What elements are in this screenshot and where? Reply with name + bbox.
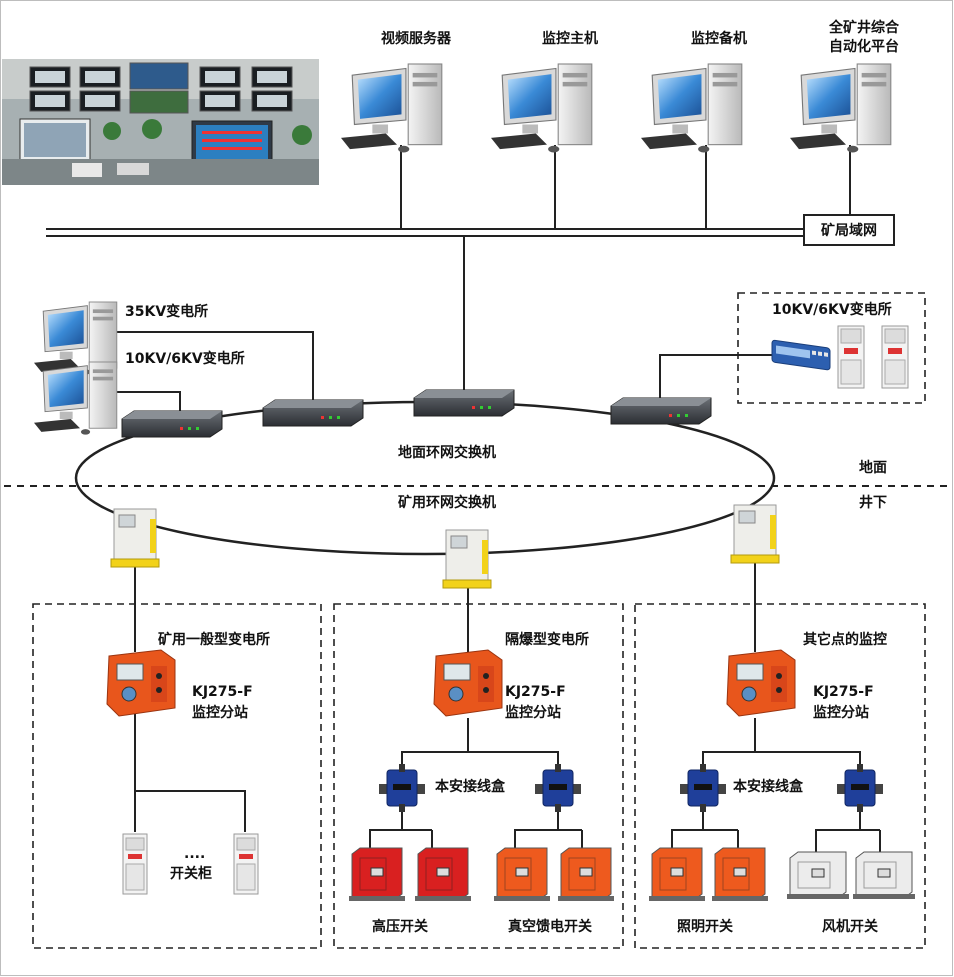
mine-ring-label: 矿用环网交换机	[398, 495, 496, 511]
vacuum-feeder-label: 真空馈电开关	[508, 919, 592, 935]
sub-10kv-left-label: 10KV/6KV变电所	[125, 351, 245, 367]
switchgear-cabinet-icon	[837, 325, 865, 389]
left-zone-title: 矿用一般型变电所	[158, 632, 270, 648]
middle-junction-box-1-icon	[379, 764, 425, 812]
monitoring-stations	[106, 649, 796, 717]
right-zone-frame	[634, 603, 926, 949]
junction-boxes	[379, 764, 883, 812]
middle-station-model: KJ275-F	[505, 684, 566, 700]
right-monitoring-station-icon	[726, 649, 796, 717]
left-station-name: 监控分站	[192, 705, 248, 721]
switchgear-cabinet-icon	[881, 325, 909, 389]
mine-switch-middle-icon	[442, 529, 492, 589]
high-voltage-label: 高压开关	[372, 919, 428, 935]
switch-cabinet-1-icon	[122, 833, 148, 895]
computers	[34, 63, 892, 435]
left-zone-frame	[32, 603, 322, 949]
control-room-illustration	[2, 59, 319, 185]
wiring	[46, 145, 881, 852]
ground-switch-2-icon	[262, 399, 364, 427]
high-voltage-switch-1-icon	[349, 847, 405, 901]
middle-zone-frame	[333, 603, 624, 949]
fan-switch-1-icon	[787, 851, 849, 899]
ground-ring-switches	[121, 389, 712, 438]
lighting-switch-2-icon	[712, 847, 768, 901]
lighting-label: 照明开关	[677, 919, 733, 935]
switch-cabinet-label: 开关柜	[170, 866, 212, 882]
ground-switch-4-icon	[610, 397, 712, 425]
lighting-switch-1-icon	[649, 847, 705, 901]
right-junction-box-2-icon	[837, 764, 883, 812]
middle-junction-label: 本安接线盒	[435, 779, 505, 795]
middle-monitoring-station-icon	[433, 649, 503, 717]
fan-switch-2-icon	[853, 851, 915, 899]
underground-label: 井下	[859, 495, 887, 511]
right-junction-box-1-icon	[680, 764, 726, 812]
right-station-name: 监控分站	[813, 705, 869, 721]
high-voltage-switch-2-icon	[415, 847, 471, 901]
zone-frames	[32, 292, 926, 949]
sub-35kv-computer-icon	[34, 301, 118, 375]
left-monitoring-station-icon	[106, 649, 176, 717]
middle-zone-title: 隔爆型变电所	[505, 632, 589, 648]
right-station-model: KJ275-F	[813, 684, 874, 700]
video-server-computer-icon	[341, 63, 443, 153]
mine-lan-box: 矿局域网	[803, 214, 895, 246]
monitor-backup-computer-icon	[641, 63, 743, 153]
vacuum-feeder-switch-2-icon	[558, 847, 614, 901]
ground-switch-3-icon	[413, 389, 515, 417]
video-server-label: 视频服务器	[381, 31, 451, 47]
right-substation-frame	[737, 292, 926, 404]
ground-switch-1-icon	[121, 410, 223, 438]
mine-ring-switches	[110, 504, 780, 589]
sub-35kv-label: 35KV变电所	[125, 304, 209, 320]
platform-label-line2: 自动化平台	[829, 39, 899, 55]
monitor-backup-label: 监控备机	[691, 31, 747, 47]
platform-computer-icon	[790, 63, 892, 153]
switch-cabinet-2-icon	[233, 833, 259, 895]
control-room-photo	[2, 59, 319, 185]
fan-label: 风机开关	[822, 919, 878, 935]
right-substation-equipment	[771, 325, 909, 389]
platform-label-line1: 全矿井综合	[829, 20, 899, 36]
cabinet-dots: ....	[184, 846, 206, 862]
monitor-host-computer-icon	[491, 63, 593, 153]
field-devices	[122, 833, 915, 901]
protocol-converter-icon	[771, 339, 831, 371]
ground-label: 地面	[859, 460, 887, 476]
sub-10kv-right-label: 10KV/6KV变电所	[772, 302, 892, 318]
mine-switch-right-icon	[730, 504, 780, 564]
sub-10kv-computer-icon	[34, 361, 118, 435]
right-zone-title: 其它点的监控	[803, 632, 887, 648]
left-station-model: KJ275-F	[192, 684, 253, 700]
mine-lan-label: 矿局域网	[821, 223, 877, 239]
monitor-host-label: 监控主机	[542, 31, 598, 47]
right-junction-label: 本安接线盒	[733, 779, 803, 795]
mine-switch-left-icon	[110, 508, 160, 568]
middle-station-name: 监控分站	[505, 705, 561, 721]
middle-junction-box-2-icon	[535, 764, 581, 812]
vacuum-feeder-switch-1-icon	[494, 847, 550, 901]
ground-ring-label: 地面环网交换机	[398, 445, 496, 461]
